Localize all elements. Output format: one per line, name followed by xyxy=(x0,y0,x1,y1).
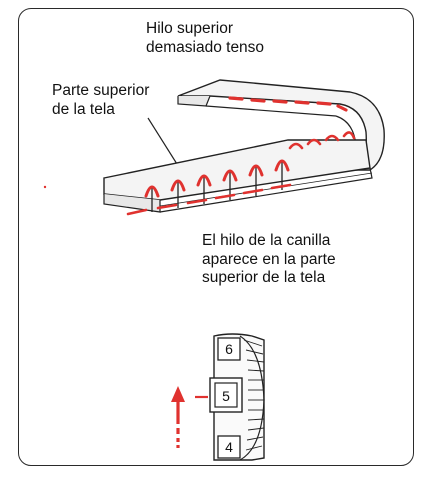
fabric-lower-layer xyxy=(103,139,371,201)
fabric-upper-underside xyxy=(205,105,337,117)
fabric-upper-edge xyxy=(177,95,211,107)
label-fabric-top-line1: Parte superior xyxy=(52,82,150,99)
label-fabric-top: Parte superior de la tela xyxy=(52,82,202,119)
caption-bobbin-line3: superior de la tela xyxy=(202,269,326,286)
tension-dial-graphic xyxy=(195,333,265,461)
caption-bobbin: El hilo de la canilla aparece en la part… xyxy=(202,232,422,288)
red-speck xyxy=(43,185,47,189)
fabric-lower-edge-side xyxy=(159,167,373,213)
caption-top-line2: demasiado tenso xyxy=(146,38,265,56)
dial-number-bottom: 4 xyxy=(225,439,233,455)
caption-top: Hilo superior demasiado tenso xyxy=(146,20,386,57)
caption-bobbin-line2: aparece en la parte xyxy=(202,250,336,268)
caption-bobbin-line1: El hilo de la canilla xyxy=(202,232,331,249)
top-thread-stitches xyxy=(228,96,348,112)
label-fabric-top-line2: de la tela xyxy=(52,100,115,118)
caption-top-line1: Hilo superior xyxy=(146,20,234,37)
bobbin-thread-underside xyxy=(126,183,292,216)
bobbin-thread-loops xyxy=(144,159,290,198)
bobbin-thread-fold xyxy=(288,131,356,150)
fabric-upper-layer xyxy=(177,79,385,171)
dial-number-selected: 5 xyxy=(222,388,230,404)
diagram-frame xyxy=(18,8,414,466)
increase-arrow-icon xyxy=(171,386,185,448)
dial-number-top: 6 xyxy=(225,341,233,357)
